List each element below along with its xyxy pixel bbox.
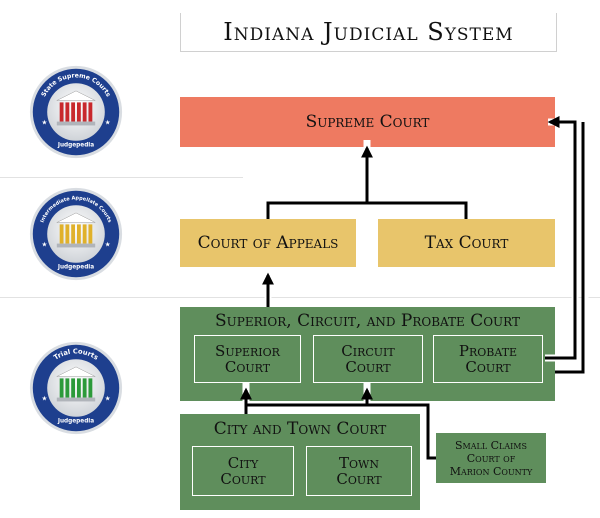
supreme-court-label: Supreme Court bbox=[305, 112, 430, 132]
small-claims-line1: Small Claims bbox=[455, 438, 527, 452]
city-court-line2: Court bbox=[220, 470, 266, 488]
diagram-title: Indiana Judicial System bbox=[180, 13, 557, 52]
appellate-courts-badge: Intermediate Appellate Courts Judgepedia… bbox=[29, 187, 123, 281]
probate-court-box: Probate Court bbox=[433, 335, 543, 383]
tax-court-label: Tax Court bbox=[424, 233, 509, 253]
city-court-line1: City bbox=[227, 454, 259, 472]
trial-group-label: Superior, Circuit, and Probate Court bbox=[215, 311, 520, 331]
superior-court-box: Superior Court bbox=[194, 335, 301, 383]
svg-text:★: ★ bbox=[105, 118, 111, 126]
tax-court-box: Tax Court bbox=[378, 219, 555, 267]
supreme-court-box: Supreme Court bbox=[180, 97, 555, 147]
supreme-badge-label: Judgepedia bbox=[57, 143, 94, 149]
svg-text:★: ★ bbox=[41, 118, 47, 126]
circuit-court-line1: Circuit bbox=[341, 342, 395, 360]
svg-text:★: ★ bbox=[41, 394, 47, 402]
circuit-court-box: Circuit Court bbox=[313, 335, 423, 383]
superior-court-line2: Court bbox=[224, 358, 271, 376]
trial-badge-label: Judgepedia bbox=[57, 419, 94, 425]
city-town-group-title: City and Town Court bbox=[180, 418, 420, 440]
city-town-group-label: City and Town Court bbox=[213, 419, 387, 439]
probate-court-line1: Probate bbox=[458, 342, 518, 360]
tier-divider bbox=[0, 297, 600, 298]
probate-court-line2: Court bbox=[465, 358, 511, 376]
small-claims-line3: Marion County bbox=[449, 464, 533, 478]
appellate-badge-label: Judgepedia bbox=[57, 265, 94, 271]
svg-text:★: ★ bbox=[105, 240, 111, 248]
court-of-appeals-box: Court of Appeals bbox=[180, 219, 356, 267]
superior-court-line1: Superior bbox=[215, 342, 280, 360]
appeals-to-supreme-connector bbox=[264, 140, 470, 219]
svg-text:★: ★ bbox=[41, 240, 47, 248]
town-court-line2: Court bbox=[336, 470, 382, 488]
town-court-box: Town Court bbox=[306, 446, 412, 496]
town-court-line1: Town bbox=[339, 454, 379, 472]
city-court-box: City Court bbox=[192, 446, 294, 496]
trial-courts-badge: Trial Courts Judgepedia ★★ bbox=[29, 341, 123, 435]
small-claims-line2: Court of bbox=[466, 451, 516, 465]
court-of-appeals-label: Court of Appeals bbox=[197, 233, 339, 253]
tier-divider bbox=[0, 177, 243, 178]
supreme-courts-badge: State Supreme Courts Judgepedia ★★ bbox=[29, 65, 123, 159]
small-claims-court-box: Small Claims Court of Marion County bbox=[436, 433, 546, 483]
trial-group-title: Superior, Circuit, and Probate Court bbox=[180, 310, 555, 332]
svg-text:★: ★ bbox=[105, 394, 111, 402]
title-text: Indiana Judicial System bbox=[223, 18, 514, 46]
circuit-court-line2: Court bbox=[345, 358, 391, 376]
